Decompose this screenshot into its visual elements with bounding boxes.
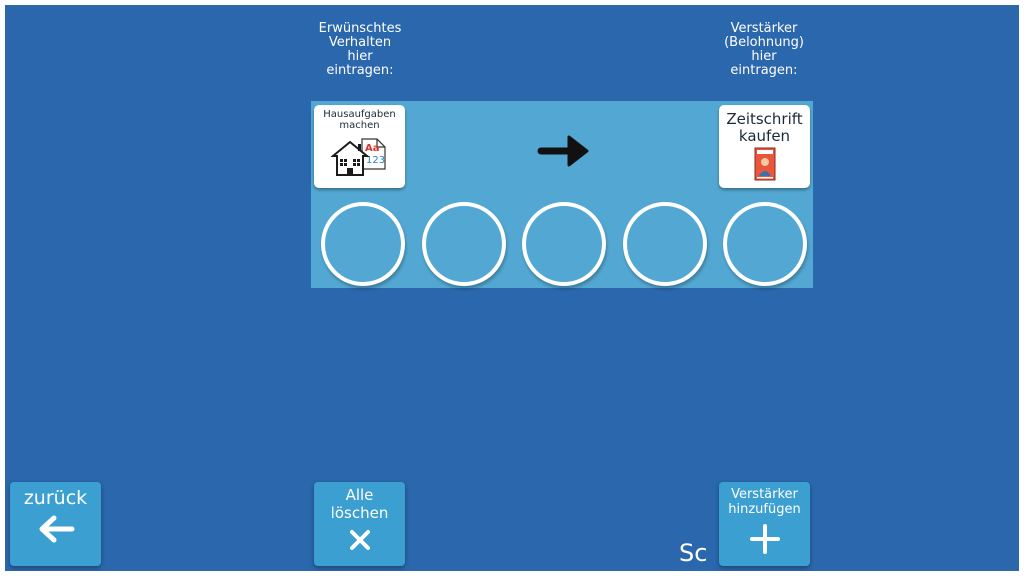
reward-card-label: Zeitschrift kaufen	[726, 110, 803, 145]
behavior-card[interactable]: Hausaufgaben machen Aa 123	[314, 105, 405, 188]
token-slot-5[interactable]	[723, 202, 807, 286]
reward-card[interactable]: Zeitschrift kaufen	[719, 105, 810, 188]
add-reward-button[interactable]: Verstärker hinzufügen	[719, 482, 810, 566]
arrow-left-icon	[39, 515, 74, 543]
back-button-label: zurück	[23, 487, 88, 509]
clipped-overlay-text: Sc	[679, 539, 708, 567]
plus-icon	[749, 524, 780, 554]
token-slot-2[interactable]	[422, 202, 506, 286]
token-board-panel: Hausaufgaben machen Aa 123	[311, 101, 813, 288]
clear-all-button[interactable]: Alle löschen	[314, 482, 405, 566]
close-icon	[349, 530, 370, 550]
behavior-header-label: Erwünschtes Verhalten hier eintragen:	[318, 21, 402, 78]
arrow-right-icon	[535, 131, 595, 175]
add-reward-button-label: Verstärker hinzufügen	[728, 487, 801, 517]
reward-header-label: Verstärker (Belohnung) hier eintragen:	[724, 21, 804, 78]
token-slot-3[interactable]	[522, 202, 606, 286]
token-slot-1[interactable]	[321, 202, 405, 286]
svg-text:123: 123	[366, 155, 385, 166]
back-button[interactable]: zurück	[10, 482, 101, 566]
token-slot-4[interactable]	[623, 202, 707, 286]
clear-all-button-label: Alle löschen	[330, 486, 389, 522]
house-homework-icon: Aa 123	[330, 138, 386, 176]
magazine-icon	[754, 147, 775, 181]
svg-text:Aa: Aa	[365, 143, 380, 154]
token-board-screen: Erwünschtes Verhalten hier eintragen: Ve…	[5, 5, 1019, 571]
behavior-card-label: Hausaufgaben machen	[323, 109, 396, 131]
